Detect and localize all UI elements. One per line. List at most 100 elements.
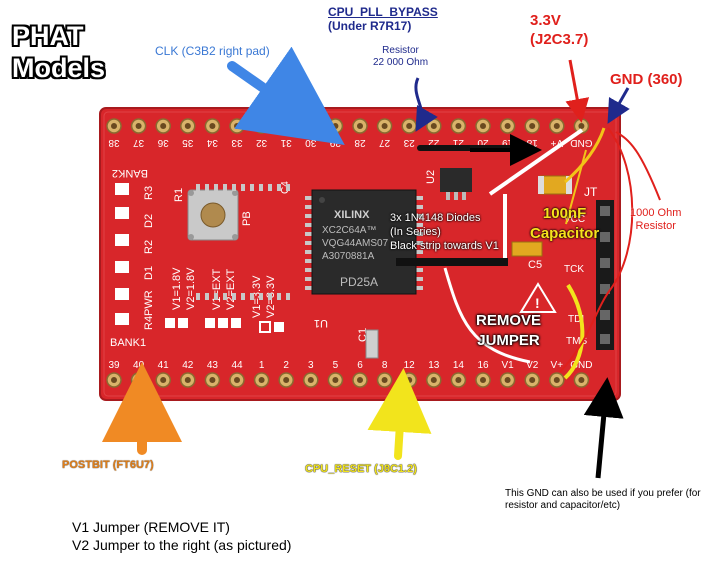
resistor-22k-line2: 22 000 Ohm xyxy=(373,57,429,68)
diodes-line1: 3x 1N4148 Diodes xyxy=(390,212,481,224)
jt-tms: TMS xyxy=(566,336,587,347)
voltage-jumper-boxes xyxy=(165,318,284,333)
page-title: PHAT Models xyxy=(12,20,162,84)
bottom-pin-label-4: 43 xyxy=(207,360,219,371)
jtag-header xyxy=(596,200,614,350)
left-label-r2: R2 xyxy=(143,240,155,254)
jt-tdi: TDI xyxy=(568,314,584,325)
capacitor-yellow xyxy=(539,175,571,195)
cap-arrow xyxy=(565,149,587,225)
c4-label: C4 xyxy=(280,181,291,194)
u1-label: U1 xyxy=(314,317,328,329)
v33-line2: (J2C3.7) xyxy=(530,31,589,48)
bottom-pin-label-18: V+ xyxy=(551,360,564,371)
bank2-label: BANK2 xyxy=(112,167,148,179)
bank-v2-1v8: V2=1.8V xyxy=(185,267,197,310)
top-pin-label-11: 27 xyxy=(379,137,391,148)
remove-line1: REMOVE xyxy=(476,312,542,329)
bottom-pin-label-7: 2 xyxy=(283,360,289,371)
v33-v1: V1=3.3V xyxy=(251,275,263,318)
bottom-pin-label-8: 3 xyxy=(308,360,314,371)
diodes-line3: Black strip towards V1 xyxy=(390,240,499,252)
pb-label: PB xyxy=(241,211,253,226)
voltage-regulator xyxy=(440,168,472,200)
top-pin-label-4: 34 xyxy=(206,137,218,148)
remove-jumper-label: REMOVE JUMPER xyxy=(476,311,541,351)
top-pin-label-3: 35 xyxy=(182,137,194,148)
top-pin-label-5: 33 xyxy=(231,137,243,148)
top-pin-label-9: 29 xyxy=(329,137,341,148)
title-line1: PHAT xyxy=(12,21,84,51)
top-pin-label-13: 22 xyxy=(428,137,440,148)
top-pin-label-7: 31 xyxy=(280,137,292,148)
resistor-1000-line1: 1000 Ohm xyxy=(630,207,682,219)
resistor-1000-label: 1000 Ohm Resistor xyxy=(630,207,681,233)
top-pin-label-1: 37 xyxy=(133,137,145,148)
jt-tck: TCK xyxy=(564,264,584,275)
gnd360-label: GND (360) xyxy=(610,71,683,88)
gnd360-arrow xyxy=(607,87,630,124)
bottom-pin-label-13: 13 xyxy=(428,360,440,371)
top-pin-label-16: 19 xyxy=(502,137,514,148)
cpu-pll-bypass-title: CPU_PLL_BYPASS xyxy=(328,5,438,19)
res1000-arrow xyxy=(615,131,661,201)
top-pin-label-2: 36 xyxy=(157,137,169,148)
jumper-instructions: V1 Jumper (REMOVE IT) V2 Jumper to the r… xyxy=(72,518,291,554)
remove-line2: JUMPER xyxy=(477,332,540,349)
gnd-note: This GND can also be used if you prefer … xyxy=(505,488,701,511)
chip-line1: XC2C64A™ xyxy=(322,225,376,236)
chip-line3: A3070881A xyxy=(322,251,375,262)
ext-v1: V1=EXT xyxy=(211,268,223,310)
bank1-label: BANK1 xyxy=(110,337,146,349)
jumper-v2-note: V2 Jumper to the right (as pictured) xyxy=(72,537,292,553)
bottom-pin-label-3: 42 xyxy=(182,360,194,371)
bottom-pin-label-11: 8 xyxy=(382,360,388,371)
u2-label: U2 xyxy=(425,170,437,184)
diodes-label: 3x 1N4148 Diodes (In Series) Black strip… xyxy=(390,211,499,253)
r1-label: R1 xyxy=(173,188,185,202)
jt-label: JT xyxy=(584,185,598,199)
bottom-pin-label-19: GND xyxy=(570,360,592,371)
top-pin-label-12: 23 xyxy=(403,137,415,148)
chip-brand: XILINX xyxy=(334,209,370,221)
cpld-chip: XILINX XC2C64A™ VQG44AMS07 A3070881A PD2… xyxy=(196,184,423,300)
push-button xyxy=(187,189,239,241)
cpu-pll-bypass-label: CPU_PLL_BYPASS (Under R7R17) xyxy=(328,5,438,33)
bottom-pin-label-5: 44 xyxy=(231,360,243,371)
bottom-pin-label-0: 39 xyxy=(108,360,120,371)
svg-text:!: ! xyxy=(535,295,540,311)
warning-triangle-icon xyxy=(519,282,557,313)
resistor-22k-line1: Resistor xyxy=(382,45,419,56)
top-pin-label-6: 32 xyxy=(256,137,268,148)
jt-vcc: VCC xyxy=(564,214,585,225)
bottom-pin-label-16: V1 xyxy=(501,360,514,371)
bottom-pin-label-2: 41 xyxy=(158,360,170,371)
bottom-pin-label-1: 40 xyxy=(133,360,145,371)
postbit-label: POSTBIT (FT6U7) xyxy=(62,459,154,471)
chip-line4: PD25A xyxy=(340,275,378,289)
cpu-pll-bypass-sub: (Under R7R17) xyxy=(328,19,412,33)
top-pin-label-18: V+ xyxy=(550,137,563,148)
resistor-1000-line2: Resistor xyxy=(635,220,676,232)
clk-label: CLK (C3B2 right pad) xyxy=(155,44,270,58)
ext-v2: V2=EXT xyxy=(225,268,237,310)
title-line2: Models xyxy=(12,53,106,83)
cpu-reset-label: CPU_RESET (J8C1.2) xyxy=(305,463,417,475)
v33-label: 3.3V (J2C3.7) xyxy=(530,11,588,49)
chip-line2: VQG44AMS07 xyxy=(322,238,389,249)
cpu-reset-arrow xyxy=(367,368,432,460)
bottom-pin-label-6: 1 xyxy=(259,360,265,371)
left-label-r3: R3 xyxy=(143,186,155,200)
clk-arrow xyxy=(227,46,345,145)
top-pin-label-15: 20 xyxy=(477,137,489,148)
jumper-v1-note: V1 Jumper (REMOVE IT) xyxy=(72,519,230,535)
top-pin-label-19: GND xyxy=(570,137,592,148)
v33-line1: 3.3V xyxy=(530,12,561,29)
top-pin-label-10: 28 xyxy=(354,137,366,148)
left-label-r4pwr: R4PWR xyxy=(143,290,155,330)
bottom-pin-label-14: 14 xyxy=(453,360,465,371)
capacitor-label: 100nF Capacitor xyxy=(530,204,599,244)
bottom-pin-label-9: 5 xyxy=(333,360,339,371)
